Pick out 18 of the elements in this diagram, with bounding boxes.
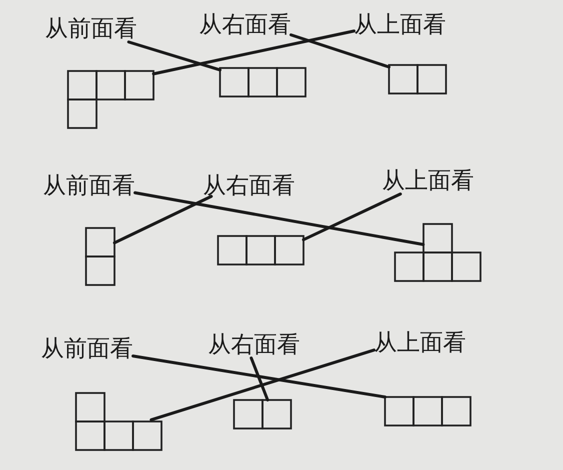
- matching-line: [290, 33, 390, 68]
- view-label: 从右面看: [208, 332, 300, 358]
- view-label: 从右面看: [203, 173, 295, 199]
- matching-line: [127, 40, 222, 72]
- matching-line: [150, 348, 376, 422]
- view-label: 从右面看: [199, 12, 291, 38]
- view-label: 从前面看: [43, 173, 135, 199]
- matching-line: [250, 356, 270, 402]
- matching-line: [134, 191, 425, 246]
- view-label: 从上面看: [382, 168, 474, 194]
- matching-line: [302, 192, 402, 242]
- view-label: 从上面看: [374, 330, 466, 356]
- view-label: 从前面看: [41, 336, 133, 362]
- view-label: 从前面看: [45, 16, 137, 42]
- matching-line: [132, 354, 386, 398]
- matching-line: [113, 194, 213, 244]
- matching-line: [152, 29, 356, 76]
- view-label: 从上面看: [354, 12, 446, 38]
